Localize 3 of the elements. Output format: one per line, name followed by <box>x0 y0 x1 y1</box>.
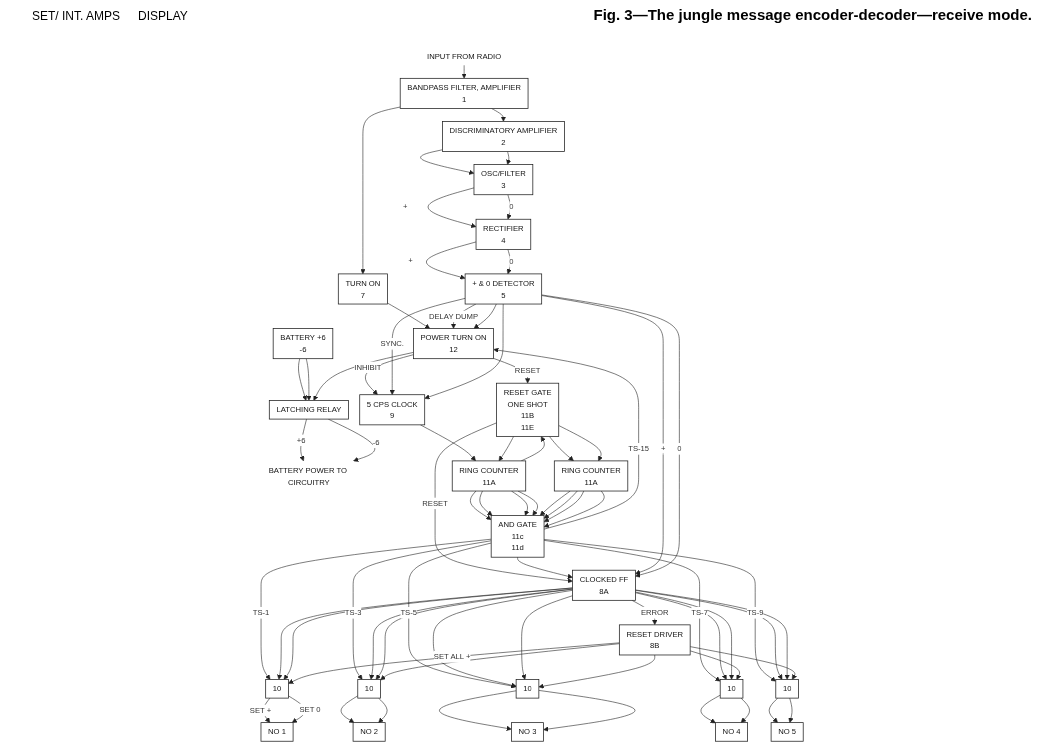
figure-caption: Fig. 3—The jungle message encoder-decoder—receive mode. <box>593 6 1032 23</box>
column-heading: SET/ INT. AMPS <box>32 9 121 23</box>
column-heading: DISPLAY <box>138 9 188 23</box>
